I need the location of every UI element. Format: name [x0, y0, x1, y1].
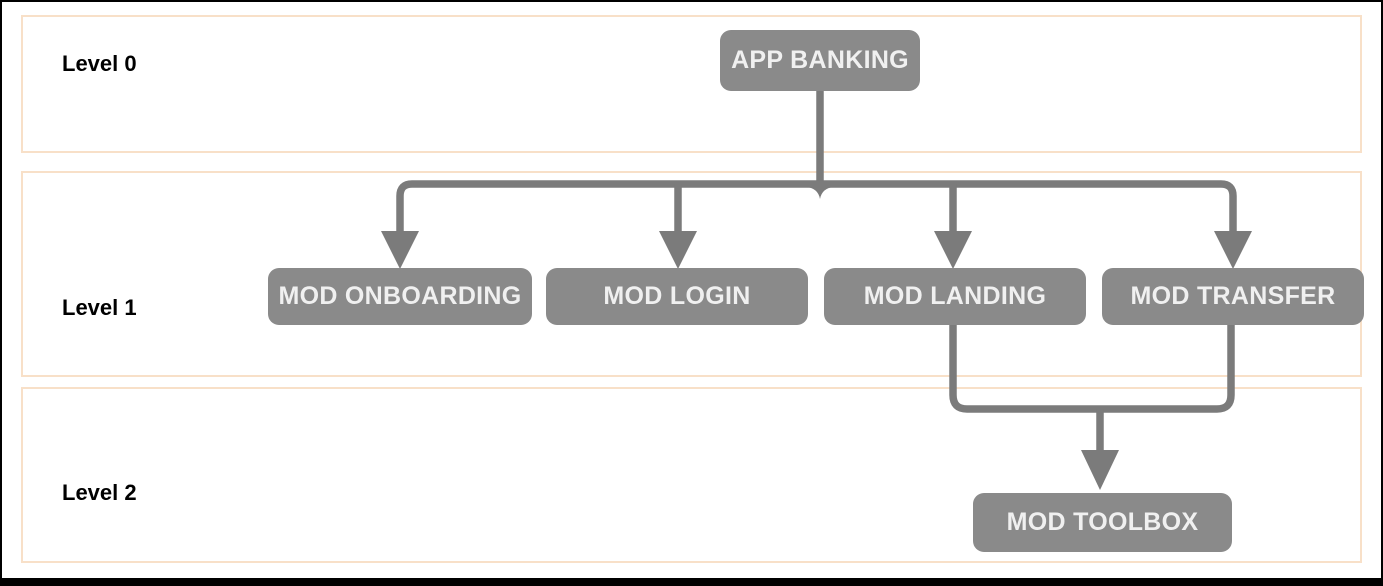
arrowhead-mod-login [659, 231, 697, 269]
level-2-band [21, 387, 1362, 563]
trunk-junction-fillet [806, 187, 834, 199]
edge-level1-bar [396, 180, 1237, 236]
node-mod-transfer: MOD TRANSFER [1102, 268, 1364, 325]
level-0-label: Level 0 [62, 51, 137, 76]
arrowhead-mod-landing [934, 231, 972, 269]
node-mod-toolbox: MOD TOOLBOX [973, 493, 1232, 552]
level-1-label: Level 1 [62, 295, 137, 320]
node-app-banking: APP BANKING [720, 30, 920, 91]
level-0-band [21, 15, 1362, 153]
level-2-label: Level 2 [62, 480, 137, 505]
arrowhead-mod-onboarding [381, 231, 419, 269]
node-mod-login: MOD LOGIN [546, 268, 808, 325]
arrowhead-mod-transfer [1214, 231, 1252, 269]
arrowhead-mod-toolbox [1081, 450, 1119, 490]
node-mod-onboarding: MOD ONBOARDING [268, 268, 532, 325]
node-mod-landing: MOD LANDING [824, 268, 1086, 325]
edge-mod-transfer-to-toolbox [1100, 325, 1235, 413]
edge-mod-landing-to-toolbox [949, 325, 1100, 413]
